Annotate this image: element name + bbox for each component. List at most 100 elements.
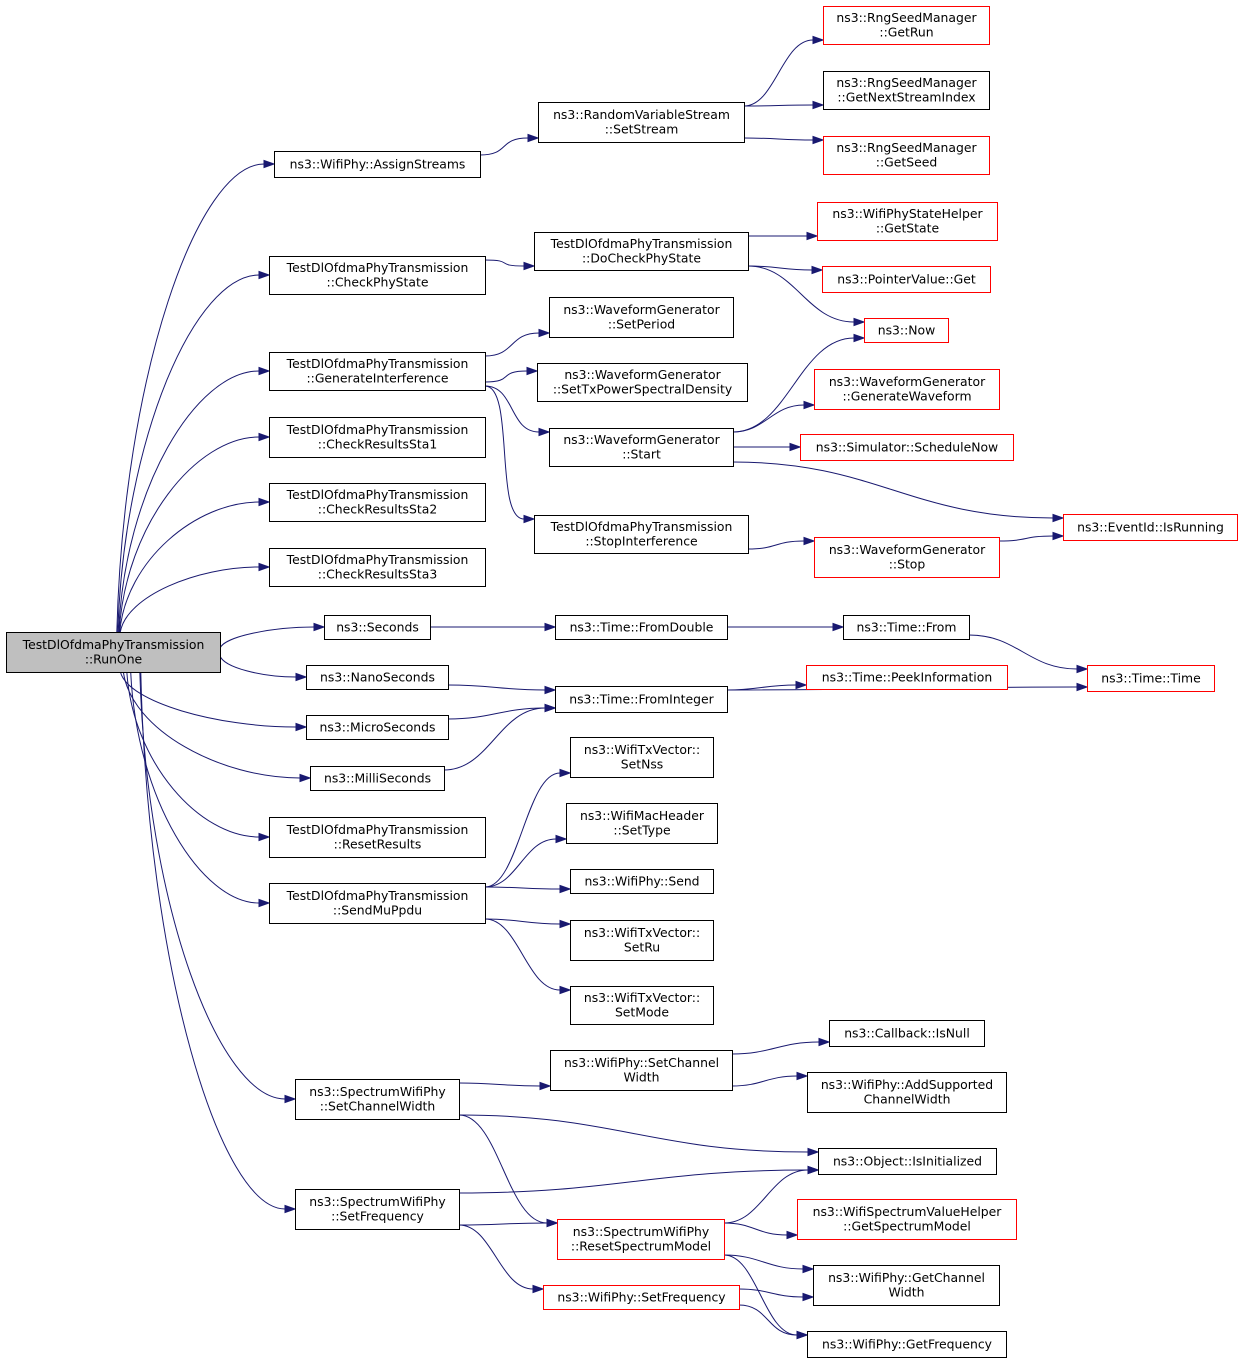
node-generateInterference[interactable]: TestDlOfdmaPhyTransmission::GenerateInte… <box>269 352 486 391</box>
node-setNss[interactable]: ns3::WifiTxVector::SetNss <box>570 737 714 778</box>
node-setStream[interactable]: ns3::RandomVariableStream::SetStream <box>538 102 745 143</box>
node-generateWaveform[interactable]: ns3::WaveformGenerator::GenerateWaveform <box>814 369 1000 410</box>
edge-arrowhead <box>807 1165 820 1175</box>
edge-arrowhead <box>538 328 551 338</box>
edge-root-to-sendMuPpdu <box>130 671 260 904</box>
edge-setStream-to-getRun <box>743 39 814 107</box>
node-getState[interactable]: ns3::WifiPhyStateHelper::GetState <box>817 202 998 241</box>
node-checkPhyState[interactable]: TestDlOfdmaPhyTransmission::CheckPhyStat… <box>269 256 486 295</box>
edge-arrowhead <box>802 1264 815 1274</box>
node-box <box>570 986 714 1025</box>
node-box <box>555 615 728 640</box>
node-stopInterference[interactable]: TestDlOfdmaPhyTransmission::StopInterfer… <box>534 515 749 554</box>
edge-wpSetFrequency-to-getFrequency <box>738 1304 798 1336</box>
edge-arrowhead <box>258 270 271 280</box>
node-getNextStreamIndex[interactable]: ns3::RngSeedManager::GetNextStreamIndex <box>823 71 990 110</box>
node-getRun[interactable]: ns3::RngSeedManager::GetRun <box>823 6 990 45</box>
node-label: ns3::Time::Time <box>1101 670 1201 685</box>
node-box <box>566 803 718 844</box>
edge-arrowhead <box>295 672 308 682</box>
node-label: ns3::WifiPhy::Send <box>584 873 699 888</box>
edge-arrowhead <box>559 919 572 929</box>
node-box <box>538 102 745 143</box>
node-seconds[interactable]: ns3::Seconds <box>324 615 431 640</box>
node-isRunning[interactable]: ns3::EventId::IsRunning <box>1063 514 1238 541</box>
node-checkResultsSta1[interactable]: TestDlOfdmaPhyTransmission::CheckResults… <box>269 417 486 458</box>
node-peekInformation[interactable]: ns3::Time::PeekInformation <box>806 665 1008 690</box>
edge-root-to-assignStreams <box>116 163 265 633</box>
node-label: ns3::Now <box>878 322 936 337</box>
node-checkResultsSta3[interactable]: TestDlOfdmaPhyTransmission::CheckResults… <box>269 548 486 587</box>
node-label: ::GetRun <box>879 25 933 40</box>
edge-arrowhead <box>526 366 539 376</box>
node-doCheckPhyState[interactable]: TestDlOfdmaPhyTransmission::DoCheckPhySt… <box>534 232 749 271</box>
edge-arrowhead <box>258 432 271 442</box>
node-label: ::SendMuPpdu <box>333 903 422 918</box>
node-box <box>534 515 749 554</box>
edge-arrowhead <box>812 35 825 45</box>
node-wfStop[interactable]: ns3::WaveformGenerator::Stop <box>814 537 1000 578</box>
node-setPeriod[interactable]: ns3::WaveformGenerator::SetPeriod <box>549 297 734 338</box>
node-resetSpectrumModel[interactable]: ns3::SpectrumWifiPhy::ResetSpectrumModel <box>557 1219 725 1260</box>
node-setTxPsd[interactable]: ns3::WaveformGenerator::SetTxPowerSpectr… <box>537 363 748 402</box>
node-label: ns3::SpectrumWifiPhy <box>309 1194 445 1209</box>
node-setRu[interactable]: ns3::WifiTxVector::SetRu <box>570 920 714 961</box>
node-isInitialized[interactable]: ns3::Object::IsInitialized <box>818 1148 997 1175</box>
node-box <box>6 632 221 673</box>
node-now[interactable]: ns3::Now <box>864 318 949 343</box>
node-label: ::CheckPhyState <box>327 275 429 290</box>
node-getSeed[interactable]: ns3::RngSeedManager::GetSeed <box>823 136 990 175</box>
node-label: ns3::Callback::IsNull <box>844 1025 970 1040</box>
node-scheduleNow[interactable]: ns3::Simulator::ScheduleNow <box>800 434 1014 461</box>
node-label: ns3::WifiPhy::GetChannel <box>828 1270 985 1285</box>
node-box <box>269 817 486 858</box>
node-box <box>269 548 486 587</box>
node-label: ::SetTxPowerSpectralDensity <box>553 382 732 397</box>
edge-arrowhead <box>263 159 276 169</box>
edge-arrowhead <box>523 261 536 271</box>
node-swpSetChannelWidth[interactable]: ns3::SpectrumWifiPhy::SetChannelWidth <box>295 1079 460 1120</box>
node-resetResults[interactable]: TestDlOfdmaPhyTransmission::ResetResults <box>269 817 486 858</box>
node-wpSetChannelWidth[interactable]: ns3::WifiPhy::SetChannelWidth <box>550 1050 733 1091</box>
node-label: SetRu <box>624 940 660 955</box>
node-label: TestDlOfdmaPhyTransmission <box>286 822 469 837</box>
node-milliSeconds[interactable]: ns3::MilliSeconds <box>310 766 445 791</box>
node-wifiPhySend[interactable]: ns3::WifiPhy::Send <box>570 869 714 894</box>
node-label: ::SetPeriod <box>608 317 675 332</box>
node-setType[interactable]: ns3::WifiMacHeader::SetType <box>566 803 718 844</box>
node-microSeconds[interactable]: ns3::MicroSeconds <box>306 715 449 740</box>
node-label: ns3::WifiPhy::AssignStreams <box>290 156 466 171</box>
node-setMode[interactable]: ns3::WifiTxVector::SetMode <box>570 986 714 1025</box>
node-wfStart[interactable]: ns3::WaveformGenerator::Start <box>549 428 734 467</box>
edge-arrowhead <box>786 1230 799 1240</box>
node-sendMuPpdu[interactable]: TestDlOfdmaPhyTransmission::SendMuPpdu <box>269 883 486 924</box>
edge-root-to-checkResultsSta3 <box>119 566 260 633</box>
edge-generateInterference-to-setTxPsd <box>484 370 528 383</box>
node-label: ns3::WaveformGenerator <box>563 432 720 447</box>
node-assignStreams[interactable]: ns3::WifiPhy::AssignStreams <box>274 151 481 178</box>
edge-swpSetChannelWidth-to-isInitialized <box>458 1114 809 1153</box>
node-checkResultsSta2[interactable]: TestDlOfdmaPhyTransmission::CheckResults… <box>269 483 486 522</box>
node-root[interactable]: TestDlOfdmaPhyTransmission::RunOne <box>6 632 221 673</box>
edge-arrowhead <box>812 135 825 145</box>
node-label: SetMode <box>615 1005 669 1020</box>
edge-fromInteger-to-peekInformation <box>726 684 797 691</box>
node-getFrequency[interactable]: ns3::WifiPhy::GetFrequency <box>807 1331 1007 1358</box>
node-label: ns3::WifiPhy::SetChannel <box>564 1055 719 1070</box>
node-timeFrom[interactable]: ns3::Time::From <box>843 615 970 640</box>
node-isNull[interactable]: ns3::Callback::IsNull <box>829 1020 985 1047</box>
node-nanoSeconds[interactable]: ns3::NanoSeconds <box>306 665 449 690</box>
node-getSpectrumModel[interactable]: ns3::WifiSpectrumValueHelper::GetSpectru… <box>797 1199 1017 1240</box>
node-timeTime[interactable]: ns3::Time::Time <box>1087 665 1215 692</box>
edge-wpSetFrequency-to-getChannelWidth <box>738 1288 804 1298</box>
node-fromDouble[interactable]: ns3::Time::FromDouble <box>555 615 728 640</box>
node-label: ::StopInterference <box>585 534 697 549</box>
node-fromInteger[interactable]: ns3::Time::FromInteger <box>555 686 728 713</box>
node-box <box>310 766 445 791</box>
edge-root-to-swpSetFrequency <box>140 671 286 1210</box>
node-pointerGet[interactable]: ns3::PointerValue::Get <box>822 266 991 293</box>
node-swpSetFrequency[interactable]: ns3::SpectrumWifiPhy::SetFrequency <box>295 1189 460 1230</box>
node-wpSetFrequency[interactable]: ns3::WifiPhy::SetFrequency <box>543 1285 740 1310</box>
